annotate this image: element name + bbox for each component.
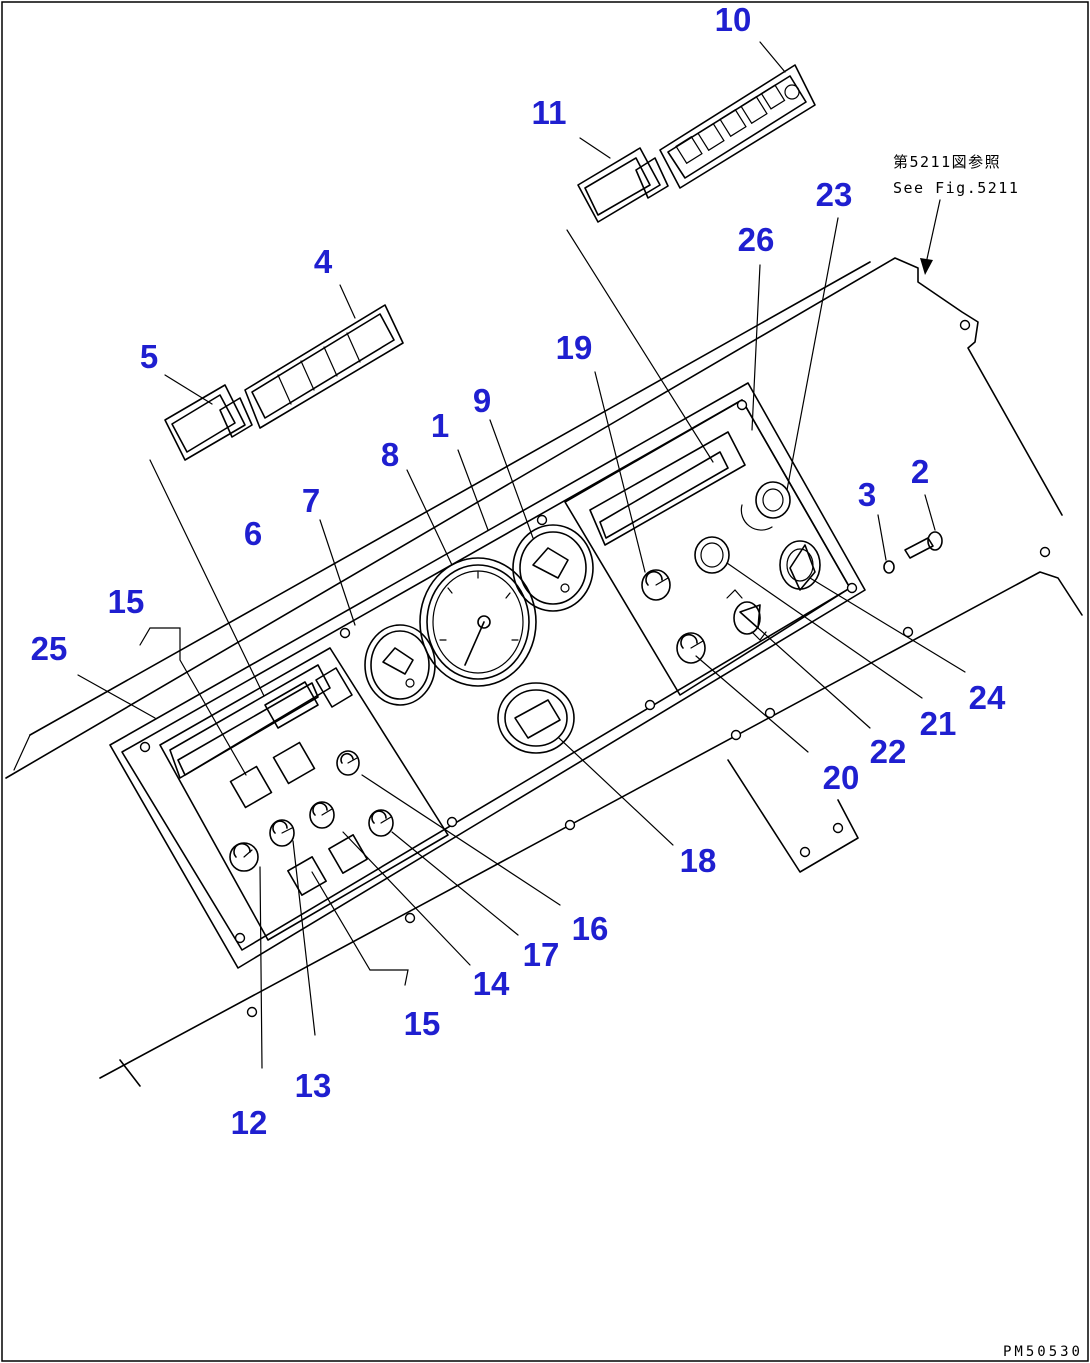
callout-16: 16 xyxy=(572,910,609,947)
callout-20: 20 xyxy=(823,759,860,796)
callout-15-bottom: 15 xyxy=(404,1005,441,1042)
callout-labels: 1 2 3 4 5 6 7 8 9 10 11 12 13 14 15 15 1… xyxy=(31,1,1006,1141)
drawing-code: PM50530 xyxy=(1003,1344,1083,1360)
callout-9: 9 xyxy=(473,382,491,419)
left-switch-group xyxy=(229,667,394,896)
callout-2: 2 xyxy=(911,453,929,490)
mounting-holes xyxy=(139,319,1051,1018)
callout-13: 13 xyxy=(295,1067,332,1104)
callout-4: 4 xyxy=(314,243,333,280)
callout-1: 1 xyxy=(431,407,449,444)
callout-18: 18 xyxy=(680,842,717,879)
callout-24: 24 xyxy=(969,679,1006,716)
right-switch-group xyxy=(641,481,943,664)
switch-sub-panel xyxy=(564,399,851,696)
lamp-block-10-11 xyxy=(577,64,816,223)
callout-10: 10 xyxy=(715,1,752,38)
callout-17: 17 xyxy=(523,936,560,973)
small-gauge-9 xyxy=(512,524,594,612)
reference-note-en: See Fig.5211 xyxy=(893,179,1019,197)
speedometer-gauge xyxy=(419,557,537,687)
callout-14: 14 xyxy=(473,965,510,1002)
callout-6: 6 xyxy=(244,515,262,552)
callout-5: 5 xyxy=(140,338,158,375)
callout-19: 19 xyxy=(556,329,593,366)
reference-arrow xyxy=(920,199,941,275)
callout-21: 21 xyxy=(920,705,957,742)
panel-plate xyxy=(109,382,866,969)
leader-lines xyxy=(77,41,966,1069)
callout-3: 3 xyxy=(858,476,876,513)
callout-26: 26 xyxy=(738,221,775,258)
callout-15-top: 15 xyxy=(108,583,145,620)
hour-meter-18 xyxy=(497,682,575,754)
small-gauge-7 xyxy=(364,624,436,706)
callout-7: 7 xyxy=(302,482,320,519)
lamp-block-4-5 xyxy=(164,304,404,461)
callout-22: 22 xyxy=(870,733,907,770)
callout-25: 25 xyxy=(31,630,68,667)
callout-12: 12 xyxy=(231,1104,268,1141)
callout-23: 23 xyxy=(816,176,853,213)
callout-8: 8 xyxy=(381,436,399,473)
reference-note-ja: 第5211図参照 xyxy=(893,153,1001,171)
callout-11: 11 xyxy=(532,94,567,131)
